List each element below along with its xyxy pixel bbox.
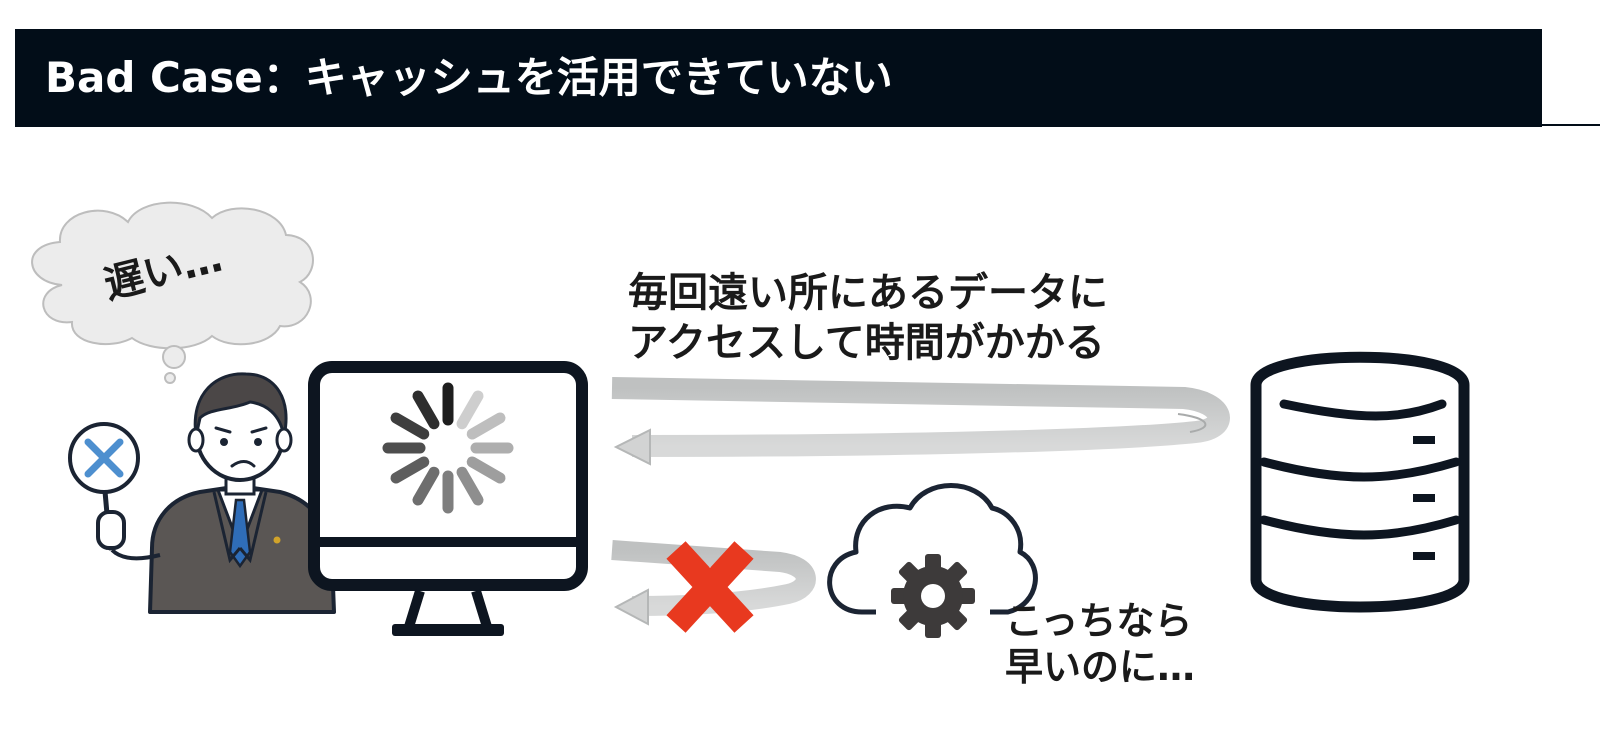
- businessman-holding-x-sign-icon: [68, 372, 336, 614]
- spinner-spoke: [456, 390, 484, 430]
- remote-access-note-line2: アクセスして時間がかかる: [628, 320, 1105, 366]
- cache-arrow: [611, 540, 816, 626]
- cache-note-line2: 早いのに…: [1005, 645, 1196, 689]
- spinner-spoke: [390, 456, 430, 484]
- database-cylinder-icon: [1250, 351, 1470, 613]
- gear-hole: [921, 584, 945, 608]
- red-x-mark-icon: [666, 541, 754, 633]
- spinner-spoke: [456, 466, 484, 506]
- desktop-monitor-loading-icon: [308, 361, 588, 636]
- spinner-spoke: [412, 390, 440, 430]
- slide-title: Bad Case：キャッシュを活用できていない: [45, 53, 893, 102]
- cache-note: こっちなら 早いのに…: [1005, 598, 1195, 690]
- spinner-spoke: [466, 456, 506, 484]
- remote-access-note-line1: 毎回遠い所にあるデータに: [628, 270, 1108, 316]
- thought-bubble: [31, 201, 314, 384]
- title-bar: Bad Case：キャッシュを活用できていない: [15, 29, 1542, 127]
- spinner-spoke: [412, 466, 440, 506]
- remote-access-note: 毎回遠い所にあるデータに アクセスして時間がかかる: [628, 268, 1108, 368]
- remote-access-arrow: [611, 377, 1230, 466]
- title-rule: [1542, 124, 1600, 126]
- spinner-spoke: [390, 412, 430, 440]
- gear-icon: [891, 554, 975, 638]
- cache-note-line1: こっちなら: [1005, 599, 1193, 643]
- spinner-spoke: [466, 412, 506, 440]
- cloud-gear-icon: [827, 483, 1038, 638]
- loading-spinner-icon: [382, 382, 514, 514]
